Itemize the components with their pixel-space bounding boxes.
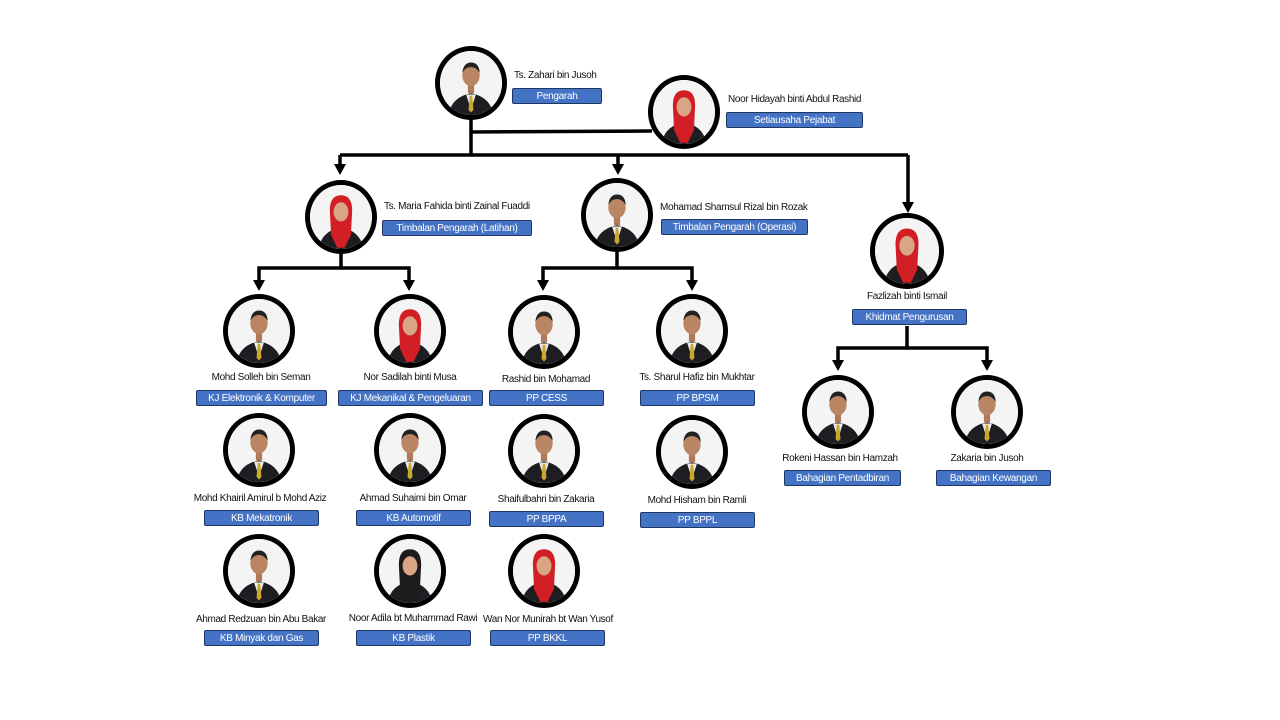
person-portrait-icon	[379, 539, 441, 603]
person-portrait-icon	[661, 420, 723, 484]
connector-director-secretary	[469, 118, 653, 134]
member-photo	[581, 178, 653, 252]
member-role-badge: KB Plastik	[356, 630, 471, 646]
member-role-badge: KJ Mekanikal & Pengeluaran	[338, 390, 483, 406]
member-role-badge: KB Mekatronik	[204, 510, 319, 526]
person-portrait-icon	[586, 183, 648, 247]
arrow-down-icon	[902, 202, 914, 213]
member-photo	[374, 294, 446, 368]
member-role-badge: KJ Elektronik & Komputer	[196, 390, 327, 406]
connector-operasi-right	[617, 266, 694, 282]
member-role-badge: KB Automotif	[356, 510, 471, 526]
member-name: Ahmad Redzuan bin Abu Bakar	[195, 614, 327, 625]
person-portrait-icon	[440, 51, 502, 115]
person-portrait-icon	[310, 185, 372, 249]
member-name: Mohd Hisham bin Ramli	[647, 495, 747, 506]
member-role-badge: PP BKKL	[490, 630, 605, 646]
member-name: Shaifulbahri bin Zakaria	[497, 494, 595, 505]
member-photo	[223, 294, 295, 368]
member-role-badge: Bahagian Pentadbiran	[784, 470, 901, 486]
connector-khidmat-right	[907, 346, 989, 362]
member-role-badge: Bahagian Kewangan	[936, 470, 1051, 486]
arrow-down-icon	[537, 280, 549, 291]
member-photo	[951, 375, 1023, 449]
member-name: Rashid bin Mohamad	[501, 374, 591, 385]
member-name: Mohd Khairil Amirul b Mohd Aziz	[193, 493, 327, 504]
member-name: Fazlizah binti Ismail	[867, 291, 947, 302]
person-portrait-icon	[653, 80, 715, 144]
member-name: Noor Hidayah binti Abdul Rashid	[728, 94, 862, 105]
member-photo	[508, 534, 580, 608]
member-name: Ts. Maria Fahida binti Zainal Fuaddi	[384, 201, 530, 212]
member-photo	[508, 295, 580, 369]
member-photo	[223, 413, 295, 487]
member-role-badge: Timbalan Pengarah (Latihan)	[382, 220, 532, 236]
member-role-badge: Pengarah	[512, 88, 602, 104]
member-role-badge: PP BPPL	[640, 512, 755, 528]
arrow-down-icon	[981, 360, 993, 371]
arrow-down-icon	[686, 280, 698, 291]
member-role-badge: Timbalan Pengarah (Operasi)	[661, 219, 808, 235]
member-photo	[435, 46, 507, 120]
member-name: Ahmad Suhaimi bin Omar	[359, 493, 467, 504]
member-name: Nor Sadilah binti Musa	[363, 372, 457, 383]
member-photo	[802, 375, 874, 449]
member-photo	[648, 75, 720, 149]
member-name: Mohd Solleh bin Seman	[211, 372, 311, 383]
member-role-badge: PP BPPA	[489, 511, 604, 527]
arrow-down-icon	[612, 164, 624, 175]
member-name: Ts. Zahari bin Jusoh	[514, 70, 597, 81]
member-role-badge: KB Minyak dan Gas	[204, 630, 319, 646]
member-role-badge: Khidmat Pengurusan	[852, 309, 967, 325]
member-photo	[508, 414, 580, 488]
member-name: Rokeni Hassan bin Hamzah	[782, 453, 898, 464]
person-portrait-icon	[228, 418, 290, 482]
person-portrait-icon	[661, 299, 723, 363]
arrow-down-icon	[403, 280, 415, 291]
arrow-down-icon	[334, 164, 346, 175]
member-photo	[656, 415, 728, 489]
person-portrait-icon	[513, 539, 575, 603]
member-role-badge: Setiausaha Pejabat	[726, 112, 863, 128]
person-portrait-icon	[875, 218, 939, 284]
member-name: Zakaria bin Jusoh	[950, 453, 1024, 464]
member-name: Noor Adila bt Muhammad Rawi	[348, 613, 478, 624]
person-portrait-icon	[513, 300, 575, 364]
member-name: Wan Nor Munirah bt Wan Yusof	[483, 614, 613, 625]
member-photo	[656, 294, 728, 368]
person-portrait-icon	[379, 418, 441, 482]
connector-operasi-left	[541, 249, 619, 282]
person-portrait-icon	[513, 419, 575, 483]
person-portrait-icon	[228, 539, 290, 603]
member-photo	[870, 213, 944, 289]
member-role-badge: PP BPSM	[640, 390, 755, 406]
member-photo	[223, 534, 295, 608]
arrow-down-icon	[253, 280, 265, 291]
member-photo	[374, 534, 446, 608]
member-name: Mohamad Shamsul Rizal bin Rozak	[660, 202, 808, 213]
member-photo	[305, 180, 377, 254]
person-portrait-icon	[807, 380, 869, 444]
member-name: Ts. Sharul Hafiz bin Mukhtar	[639, 372, 755, 383]
person-portrait-icon	[228, 299, 290, 363]
person-portrait-icon	[956, 380, 1018, 444]
member-role-badge: PP CESS	[489, 390, 604, 406]
connector-khidmat-left	[836, 326, 909, 362]
connector-latihan-right	[341, 266, 411, 282]
arrow-down-icon	[832, 360, 844, 371]
person-portrait-icon	[379, 299, 441, 363]
member-photo	[374, 413, 446, 487]
connector-latihan-left	[257, 251, 343, 282]
